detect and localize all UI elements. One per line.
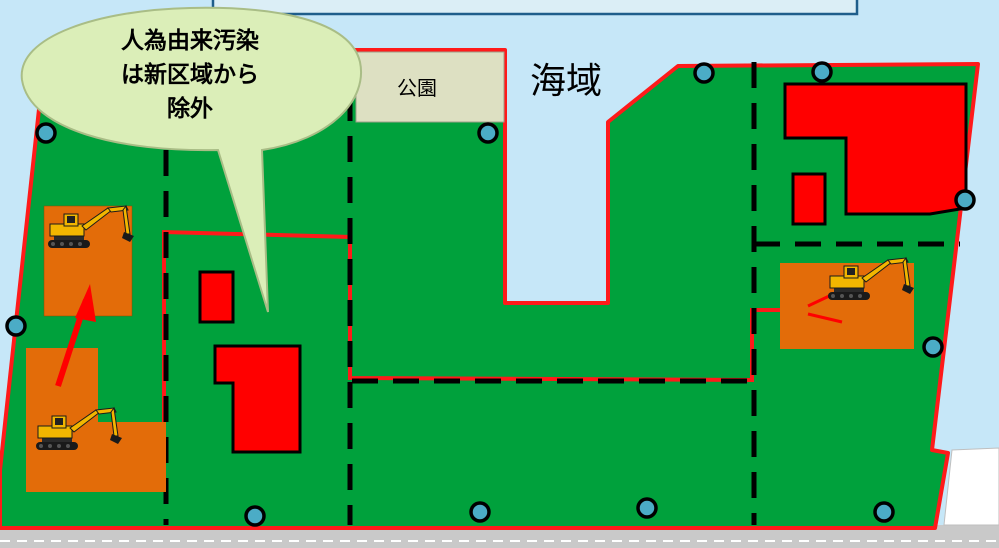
callout-bubble: 人為由来汚染 は新区域から 除外 — [20, 6, 363, 313]
park — [355, 51, 505, 123]
observation-well-icon — [693, 62, 715, 84]
observation-well-icon — [477, 122, 499, 144]
info-box — [211, 0, 859, 16]
observation-well-icon — [35, 122, 57, 144]
observation-well-icon — [5, 315, 27, 337]
arrow-icon — [55, 284, 96, 387]
observation-well-icon — [811, 61, 833, 83]
callout-line-1: 人為由来汚染 — [121, 27, 259, 54]
contamination-block-large-left — [213, 344, 302, 454]
park-label: 公園 — [397, 76, 437, 100]
sea-label: 海域 — [530, 61, 602, 102]
adjacent-lot — [943, 447, 999, 526]
observation-wells — [5, 61, 976, 527]
callout-line-3: 除外 — [167, 95, 213, 122]
observation-well-icon — [873, 501, 895, 523]
callout-line-2: は新区域から — [121, 61, 259, 88]
observation-well-icon — [469, 501, 491, 523]
observation-well-icon — [244, 505, 266, 527]
observation-well-icon — [922, 336, 944, 358]
observation-well-icon — [636, 497, 658, 519]
contamination-block-large-right — [783, 82, 968, 216]
observation-well-icon — [954, 189, 976, 211]
road — [0, 525, 999, 548]
contamination-block-small-left — [198, 270, 235, 324]
contamination-block-small-right — [791, 172, 827, 226]
